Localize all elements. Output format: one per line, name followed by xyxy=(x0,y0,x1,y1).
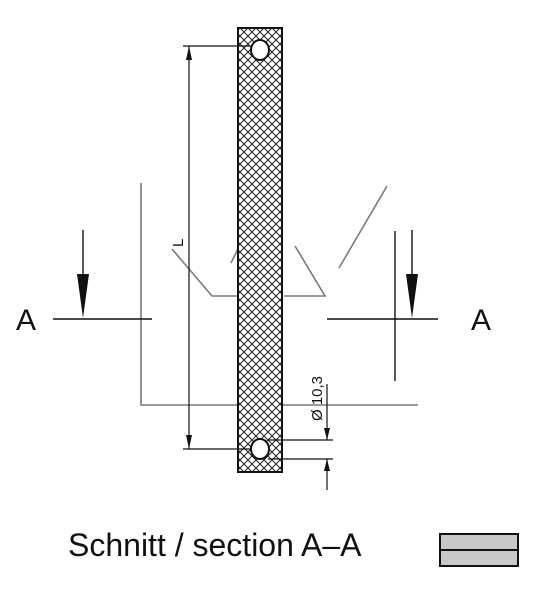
diameter-dimension xyxy=(268,384,333,490)
section-marker-left: A xyxy=(16,304,36,337)
projection-lines xyxy=(140,183,418,406)
section-line xyxy=(53,230,438,381)
diameter-label: Ø 10,3 xyxy=(309,376,326,421)
left-bend-line xyxy=(171,248,240,297)
section-caption: Schnitt / section A–A xyxy=(68,527,362,563)
strap xyxy=(237,27,283,473)
right-bend-line xyxy=(284,245,327,297)
length-arrow-bottom xyxy=(186,435,192,449)
length-dimension xyxy=(183,45,250,450)
top-hole xyxy=(250,39,270,61)
section-marker-right: A xyxy=(471,304,491,337)
left-projection-frame xyxy=(140,183,418,406)
length-arrow-top xyxy=(186,46,192,60)
down-arrow-icon xyxy=(406,230,418,318)
right-diagonal-line xyxy=(338,185,388,269)
diameter-arrow-top xyxy=(324,428,330,440)
diameter-arrow-bottom xyxy=(324,459,330,471)
bottom-hole xyxy=(250,438,270,460)
length-label: L xyxy=(170,239,187,247)
down-arrow-icon xyxy=(77,230,89,318)
section-legend-swatch xyxy=(439,533,519,567)
strap-body xyxy=(237,27,283,473)
